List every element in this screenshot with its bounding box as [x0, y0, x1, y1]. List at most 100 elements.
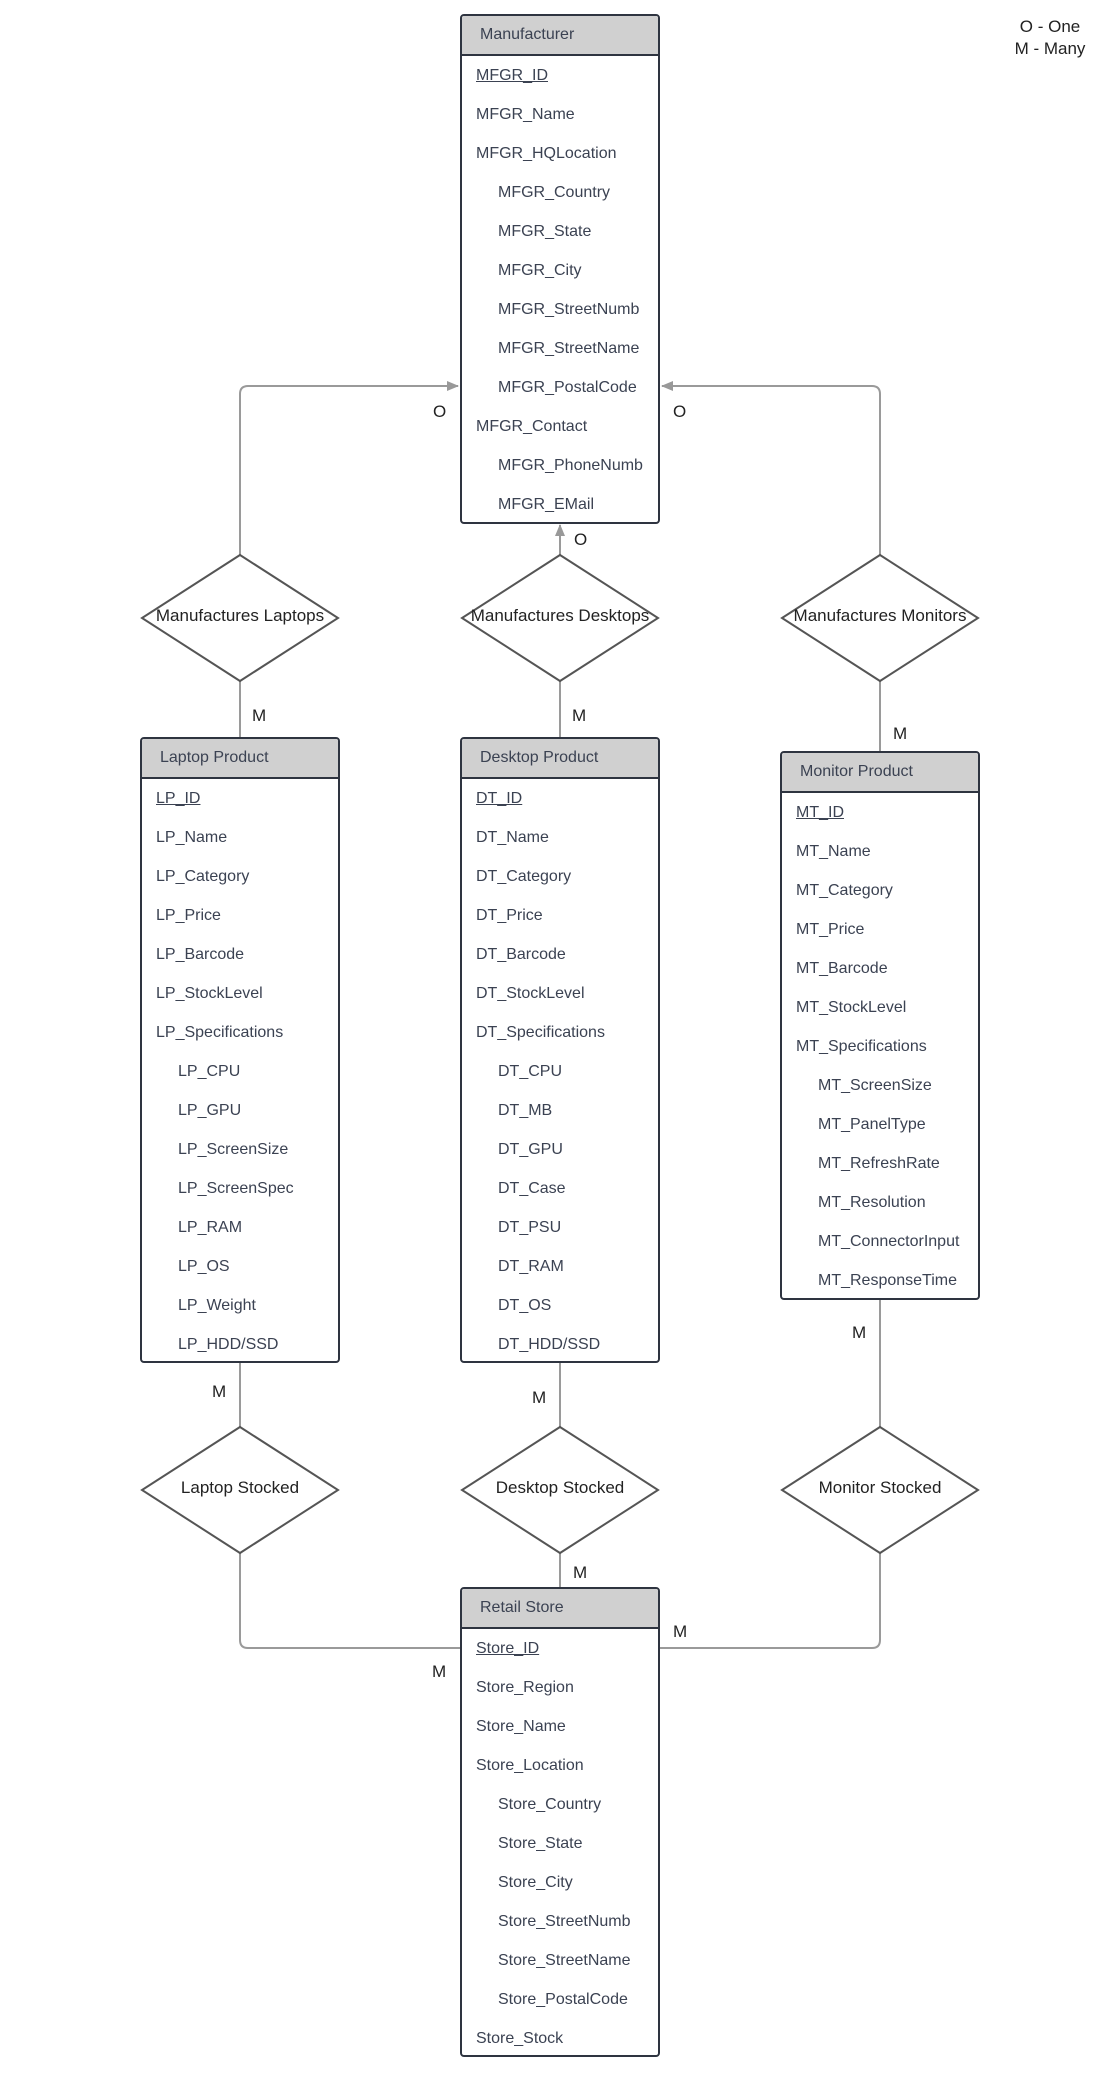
- diamond-desktop-stocked: [460, 1425, 660, 1555]
- edge-monitors-to-manufacturer: [661, 381, 881, 555]
- entity-attribute: LP_ID: [156, 790, 201, 807]
- cardinality-laptop-stocked: M: [212, 1382, 227, 1401]
- entity-attribute: DT_HDD/SSD: [498, 1336, 601, 1353]
- legend-one: O - One: [1019, 17, 1081, 36]
- entity-attribute: Store_State: [498, 1835, 583, 1852]
- entity-attribute: DT_Case: [498, 1180, 566, 1197]
- entity-attribute: MT_Resolution: [818, 1194, 926, 1211]
- entity-attribute: DT_Barcode: [476, 946, 566, 963]
- entity-attribute: MT_Specifications: [796, 1038, 927, 1055]
- cardinality-laptop-manufactured: M: [252, 706, 267, 725]
- edge-monitor-stocked-to-store: [660, 1553, 881, 1649]
- cardinality-desktop-manufactured: M: [572, 706, 587, 725]
- cardinality-mfgr-desktops: O: [574, 530, 588, 549]
- relationship-manufactures-laptops[interactable]: Manufactures Laptops: [155, 606, 325, 625]
- entity-attribute: DT_Price: [476, 907, 543, 924]
- entity-attribute: MFGR_PhoneNumb: [498, 457, 643, 474]
- entity-attribute: MT_Barcode: [796, 960, 888, 977]
- entity-attribute: MFGR_State: [498, 223, 592, 240]
- entity-attribute: MFGR_StreetNumb: [498, 301, 640, 318]
- entity-attribute: MFGR_ID: [476, 67, 548, 84]
- entity-attribute: MFGR_City: [498, 262, 582, 279]
- entity-attribute: LP_GPU: [178, 1102, 242, 1119]
- entity-attribute: MFGR_Name: [476, 106, 575, 123]
- entity-attribute: LP_Barcode: [156, 946, 245, 963]
- relationship-monitor-stocked[interactable]: Monitor Stocked: [818, 1478, 942, 1497]
- entity-attribute: Store_StreetName: [498, 1952, 631, 1969]
- entity-attribute: Store_ID: [476, 1640, 540, 1657]
- entity-attribute: LP_CPU: [178, 1063, 241, 1080]
- entity-attribute: LP_RAM: [178, 1219, 243, 1236]
- entity-attribute: Store_Country: [498, 1796, 602, 1813]
- cardinality-store-monitor: M: [673, 1622, 688, 1641]
- cardinality-desktop-stocked: M: [532, 1388, 547, 1407]
- diamond-monitor-stocked: [780, 1425, 980, 1555]
- entity-attribute: DT_Specifications: [476, 1024, 605, 1041]
- entity-attribute: MFGR_Country: [498, 184, 611, 201]
- entity-attribute: DT_GPU: [498, 1141, 563, 1158]
- entity-monitor-product-title: Monitor Product: [782, 753, 978, 793]
- entity-attribute: DT_Category: [476, 868, 572, 885]
- entity-attribute: MT_StockLevel: [796, 999, 907, 1016]
- entity-attribute: LP_OS: [178, 1258, 230, 1275]
- entity-attribute: MFGR_Contact: [476, 418, 588, 435]
- entity-attribute: LP_Category: [156, 868, 250, 885]
- relationship-manufactures-monitors[interactable]: Manufactures Monitors: [793, 606, 967, 625]
- entity-attribute: DT_MB: [498, 1102, 553, 1119]
- entity-attribute: MFGR_EMail: [498, 496, 595, 513]
- relationship-desktop-stocked[interactable]: Desktop Stocked: [495, 1478, 625, 1497]
- relationship-manufactures-desktops[interactable]: Manufactures Desktops: [470, 606, 650, 625]
- entity-attribute: LP_Specifications: [156, 1024, 284, 1041]
- entity-attribute: MT_Category: [796, 882, 893, 899]
- entity-attribute: LP_Weight: [178, 1297, 256, 1314]
- entity-attribute: Store_StreetNumb: [498, 1913, 631, 1930]
- entity-attribute: LP_Price: [156, 907, 221, 924]
- cardinality-store-desktop: M: [573, 1563, 588, 1582]
- entity-attribute: Store_Name: [476, 1718, 566, 1735]
- diamond-manufactures-desktops: [460, 553, 660, 683]
- cardinality-mfgr-monitors: O: [673, 402, 687, 421]
- entity-attribute: Store_Region: [476, 1679, 574, 1696]
- entity-attribute: MT_ScreenSize: [818, 1077, 932, 1094]
- entity-attribute: Store_PostalCode: [498, 1991, 628, 2008]
- entity-attribute: DT_StockLevel: [476, 985, 585, 1002]
- entity-attribute: LP_Name: [156, 829, 228, 846]
- entity-attribute: MT_ResponseTime: [818, 1272, 958, 1289]
- cardinality-monitor-stocked: M: [852, 1323, 867, 1342]
- relationship-laptop-stocked[interactable]: Laptop Stocked: [180, 1478, 300, 1497]
- edge-laptop-stocked-to-store: [239, 1553, 460, 1649]
- diamond-manufactures-monitors: [780, 553, 980, 683]
- entity-laptop-product-title: Laptop Product: [142, 739, 338, 779]
- diamond-manufactures-laptops: [140, 553, 340, 683]
- entity-attribute: MFGR_PostalCode: [498, 379, 637, 396]
- entity-attribute: LP_ScreenSize: [178, 1141, 289, 1158]
- entity-attribute: MT_Name: [796, 843, 871, 860]
- entity-attribute: MT_ConnectorInput: [818, 1233, 960, 1250]
- entity-attribute: MFGR_StreetName: [498, 340, 640, 357]
- entity-attribute: MFGR_HQLocation: [476, 145, 617, 162]
- entity-attribute: MT_Price: [796, 921, 865, 938]
- legend-many: M - Many: [1014, 39, 1086, 58]
- legend: O - One M - Many: [990, 16, 1110, 60]
- entity-attribute: MT_RefreshRate: [818, 1155, 940, 1172]
- cardinality-monitor-manufactured: M: [893, 724, 908, 743]
- entity-attribute: Store_Stock: [476, 2030, 564, 2047]
- entity-attribute: DT_CPU: [498, 1063, 563, 1080]
- entity-attribute: MT_PanelType: [818, 1116, 926, 1133]
- entity-attribute: DT_OS: [498, 1297, 552, 1314]
- entity-attribute: LP_HDD/SSD: [178, 1336, 279, 1353]
- cardinality-store-laptop: M: [432, 1662, 447, 1681]
- entity-desktop-product-title: Desktop Product: [462, 739, 658, 779]
- entity-attribute: LP_ScreenSpec: [178, 1180, 294, 1197]
- edge-laptops-to-manufacturer: [239, 381, 459, 555]
- entity-attribute: MT_ID: [796, 804, 844, 821]
